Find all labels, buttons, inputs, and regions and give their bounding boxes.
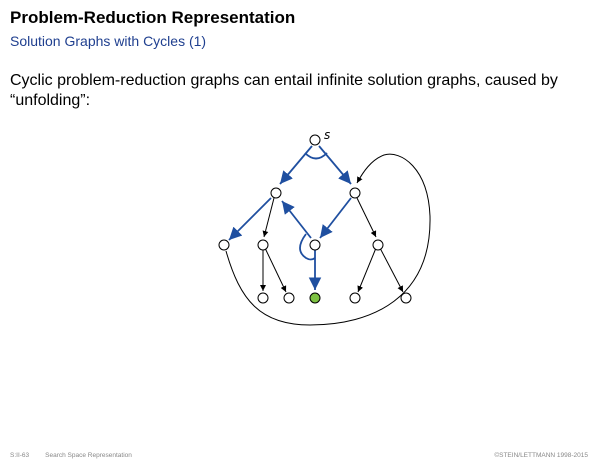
leaf-4 xyxy=(349,292,361,304)
solution-edge-right-c xyxy=(319,197,352,239)
edge-d-to-leaf-5 xyxy=(379,247,404,293)
edge-d-to-leaf-4 xyxy=(357,247,377,293)
footer-left: S:II-63 Search Space Representation xyxy=(10,452,132,459)
leaf-2 xyxy=(283,292,295,304)
slide-number: S:II-63 xyxy=(10,452,30,459)
solution-edge-c-left xyxy=(281,200,312,239)
root-label: s xyxy=(324,128,330,142)
slide-subtitle: Solution Graphs with Cycles (1) xyxy=(10,33,207,49)
cycle-edge xyxy=(225,153,431,326)
node-c xyxy=(309,239,321,251)
edge-left-to-child-b xyxy=(262,197,275,238)
node-a xyxy=(218,239,230,251)
solved-node xyxy=(309,292,321,304)
copyright: ©STEIN/LETTMANN 1998-2015 xyxy=(494,452,588,459)
and-arc-root xyxy=(304,152,328,160)
body-paragraph: Cyclic problem-reduction graphs can enta… xyxy=(10,72,558,109)
solution-edge-left-a xyxy=(228,197,272,241)
solution-edge-s-right xyxy=(318,145,352,185)
leaf-5 xyxy=(400,292,412,304)
node-s xyxy=(309,134,321,146)
node-d xyxy=(372,239,384,251)
slide-title: Problem-Reduction Representation xyxy=(10,8,296,27)
leaf-1 xyxy=(257,292,269,304)
edge-right-to-child-d xyxy=(356,197,377,238)
edge-b-to-leaf-2 xyxy=(264,247,287,293)
node-b xyxy=(257,239,269,251)
and-arc-c xyxy=(299,233,316,261)
solution-edge-s-left xyxy=(279,145,313,185)
node-left xyxy=(270,187,282,199)
section-name: Search Space Representation xyxy=(45,452,132,459)
node-right xyxy=(349,187,361,199)
